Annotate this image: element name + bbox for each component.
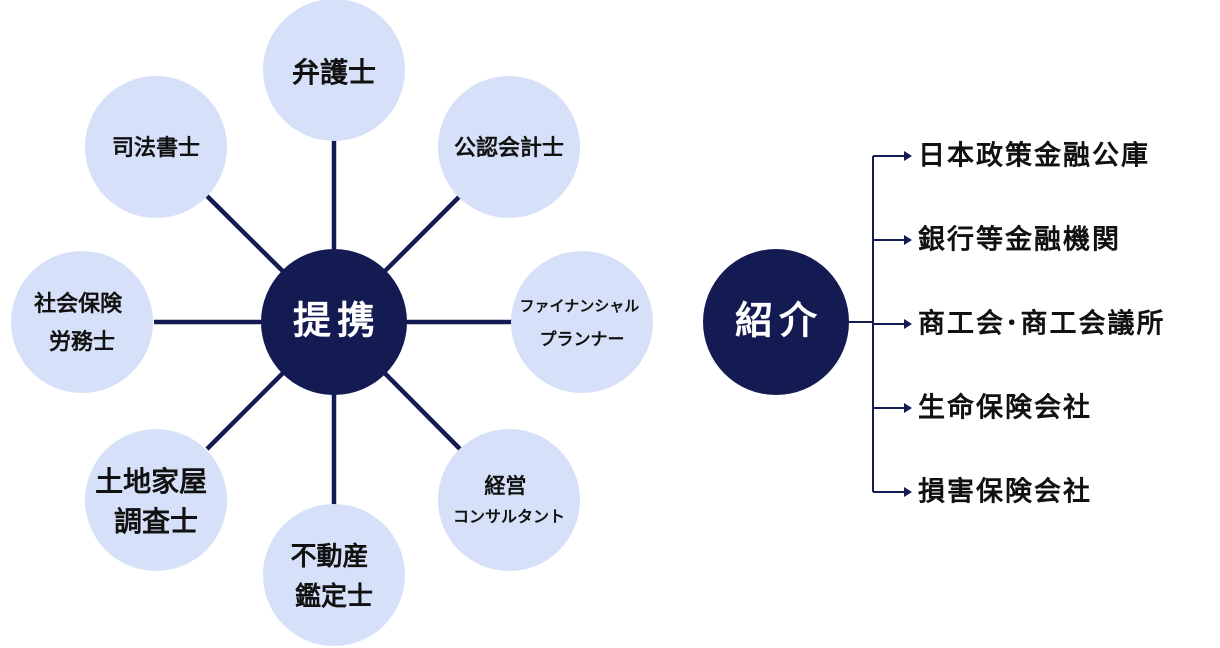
partner-labor-social-security-attorney-circle [11,251,153,393]
partner-land-house-surveyor-node: 土地家屋 調査士 [85,429,227,571]
partner-cpa-label: 公認会計士 [454,135,564,161]
partner-management-consultant-node: 経営 コンサルタント [438,429,580,571]
partner-land-house-surveyor-circle [85,429,227,571]
partner-judicial-scrivener-line-1: 司法書士 [112,135,200,161]
referral-hub: 紹介 [703,249,849,395]
referral-target-4: 生命保険会社 [918,392,1092,424]
referral-arrowhead-1 [904,151,912,161]
referral-target-2: 銀行等金融機関 [918,224,1121,256]
partner-land-house-surveyor-line-1: 土地家屋 [95,465,207,498]
partner-management-consultant-line-2: コンサルタント [453,507,565,526]
partner-real-estate-appraiser-node: 不動産 鑑定士 [263,504,405,646]
partner-management-consultant-label: 経営 コンサルタント [453,474,565,526]
partner-labor-social-security-attorney-line-2: 労務士 [49,329,115,355]
partner-real-estate-appraiser-circle [263,504,405,646]
partner-labor-social-security-attorney-label: 社会保険 労務士 [34,291,130,355]
partner-lawyer-circle [263,0,405,141]
partner-financial-planner-circle [511,251,653,393]
partner-judicial-scrivener-label: 司法書士 [112,135,200,161]
partner-lawyer-label: 弁護士 [292,56,376,89]
partner-cpa-node: 公認会計士 [438,76,580,218]
partner-land-house-surveyor-label: 土地家屋 調査士 [95,465,217,538]
partner-financial-planner-line-1: ファイナンシャル [520,297,640,315]
referral-arrowhead-2 [904,235,912,245]
referral-target-3: 商工会･商工会議所 [918,309,1166,340]
partner-financial-planner-node: ファイナンシャル プランナー [511,251,653,393]
referral-hub-label: 紹介 [735,299,823,343]
referral-arrowhead-4 [904,403,912,413]
partner-lawyer-line-1: 弁護士 [292,56,376,89]
partner-management-consultant-line-1: 経営 [484,474,526,498]
partner-cpa-line-1: 公認会計士 [454,135,564,161]
partner-land-house-surveyor-line-2: 調査士 [114,505,198,538]
referral-target-5: 損害保険会社 [918,476,1092,508]
partner-financial-planner-line-2: プランナー [540,329,625,350]
partner-real-estate-appraiser-line-2: 鑑定士 [295,581,373,612]
partner-judicial-scrivener-node: 司法書士 [85,76,227,218]
partner-labor-social-security-attorney-line-1: 社会保険 [34,291,123,317]
referral-targets: 日本政策金融公庫 銀行等金融機関 商工会･商工会議所 生命保険会社 損害保険会社 [918,140,1166,508]
partner-labor-social-security-attorney-node: 社会保険 労務士 [11,251,153,393]
partnership-hub: 提携 [261,249,407,395]
partner-management-consultant-circle [438,429,580,571]
referral-arrowhead-5 [904,487,912,497]
partner-real-estate-appraiser-label: 不動産 鑑定士 [290,541,377,612]
partnership-hub-circle [261,249,407,395]
referral-target-1: 日本政策金融公庫 [918,140,1150,172]
partner-lawyer-node: 弁護士 [263,0,405,141]
partner-cpa-circle [438,76,580,218]
partner-financial-planner-label: ファイナンシャル プランナー [520,297,645,351]
partner-real-estate-appraiser-line-1: 不動産 [290,541,368,572]
partnership-hub-label: 提携 [293,299,381,343]
partner-judicial-scrivener-circle [85,76,227,218]
referral-connectors [849,151,912,497]
referral-arrowhead-3 [904,319,912,329]
referral-hub-circle [703,249,849,395]
